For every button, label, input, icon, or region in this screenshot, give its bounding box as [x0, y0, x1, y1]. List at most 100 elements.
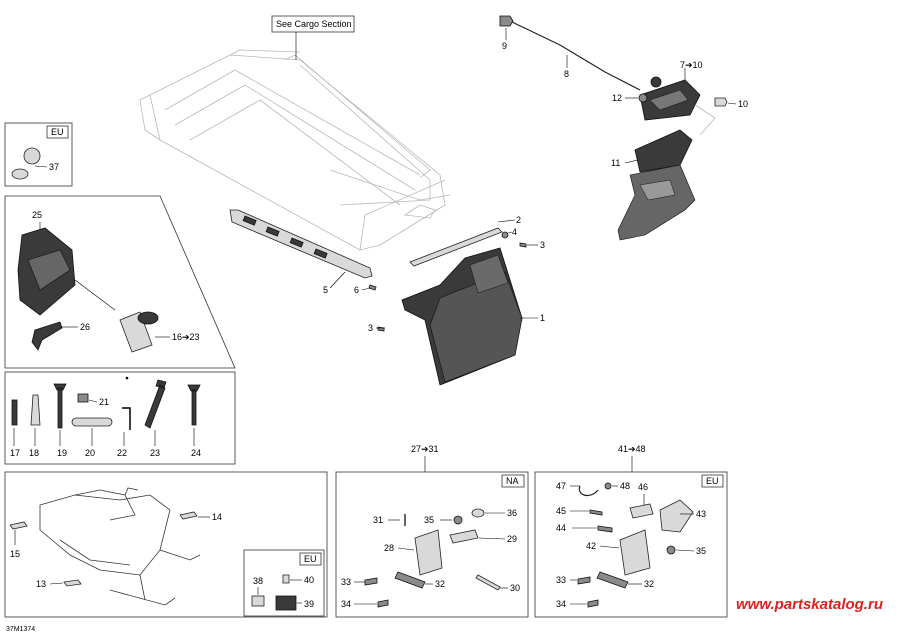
- label-29: 29: [507, 534, 517, 544]
- box-decals: [4, 471, 328, 618]
- label-35b: 35: [696, 546, 706, 556]
- part-33-screw-b: [577, 576, 591, 585]
- label-42: 42: [586, 541, 596, 551]
- part-28-plate: [414, 529, 443, 576]
- watermark: www.partskatalog.ru: [736, 596, 883, 613]
- part-24-wrench: [187, 384, 201, 426]
- label-7: 7➔10: [680, 60, 703, 70]
- label-11: 11: [611, 158, 620, 168]
- label-9: 9: [502, 41, 507, 51]
- figure-code: 37M1374: [6, 626, 35, 633]
- label-23: 23: [150, 448, 160, 458]
- snowmobile-outline: [39, 487, 201, 606]
- label-4: 4: [512, 227, 517, 237]
- leader-6: [361, 287, 371, 291]
- part-18-tool: [30, 394, 41, 426]
- label-1: 1: [540, 313, 545, 323]
- leader-11: [624, 159, 639, 164]
- part-35b-nut: [666, 545, 676, 555]
- label-14: 14: [212, 512, 222, 522]
- part-26-strap: [31, 321, 63, 351]
- part-6-screw: [368, 284, 377, 291]
- na-tag: [501, 474, 525, 488]
- part-32-strip-a: [394, 571, 426, 589]
- leader-10: [727, 102, 737, 105]
- part-15-decal: [9, 521, 28, 530]
- part-14-decal: [179, 511, 198, 520]
- label-35a: 35: [424, 515, 434, 525]
- kit-dot: [125, 376, 129, 380]
- part-29-bracket: [449, 529, 479, 544]
- part-30-bolt: [475, 574, 501, 591]
- part-4-nut: [501, 231, 509, 239]
- label-13: 13: [36, 579, 46, 589]
- part-40-clip: [282, 574, 290, 584]
- part-grommet: [650, 76, 662, 88]
- label-31: 31: [373, 515, 383, 525]
- part-42-plate: [619, 529, 651, 576]
- see-cargo-text: See Cargo Section: [276, 19, 352, 29]
- part-38-plate: [251, 595, 265, 607]
- label-34a: 34: [341, 599, 351, 609]
- label-21: 21: [99, 397, 109, 407]
- cargo-rack-ghost: [139, 49, 451, 251]
- part-33-screw-a: [364, 577, 378, 586]
- part-32-strip-b: [596, 571, 629, 589]
- label-18: 18: [29, 448, 39, 458]
- box-eu-kit: [534, 471, 728, 618]
- label-15: 15: [10, 549, 20, 559]
- leader-37: [34, 165, 48, 168]
- part-16-tool-tube: [119, 311, 159, 353]
- see-cargo-box: [271, 15, 355, 33]
- label-41: 41➔48: [618, 444, 646, 454]
- part-3-screw-a: [519, 242, 527, 248]
- label-3a: 3: [540, 240, 545, 250]
- part-5-rail: [229, 209, 373, 279]
- label-33a: 33: [341, 577, 351, 587]
- eu-tag-3: [701, 474, 724, 488]
- part-47-wire: [578, 485, 599, 497]
- leader-bag-to-tube: [74, 279, 116, 311]
- part-22-hex-key: [122, 407, 131, 430]
- part-44-clip: [597, 525, 613, 533]
- label-16: 16➔23: [172, 332, 200, 342]
- part-43-light: [659, 499, 694, 533]
- label-17: 17: [10, 448, 20, 458]
- box-tools: [4, 371, 236, 465]
- label-19: 19: [57, 448, 67, 458]
- label-27: 27➔31: [411, 444, 439, 454]
- label-28: 28: [384, 543, 394, 553]
- part-12-nut: [638, 93, 648, 103]
- part-17-tool: [11, 399, 18, 426]
- assembly-dash: [694, 104, 716, 136]
- part-39-reflector: [275, 595, 297, 611]
- eu-tag-1-text: EU: [51, 127, 64, 137]
- part-13-decal: [63, 579, 82, 587]
- box-eu-37: [4, 122, 73, 187]
- part-36-washer: [471, 508, 485, 518]
- part-23-wrench: [144, 379, 167, 429]
- label-48: 48: [620, 481, 630, 491]
- box-na-kit: [335, 471, 529, 618]
- part-20-strap: [71, 417, 113, 427]
- label-44: 44: [556, 523, 566, 533]
- label-3b: 3: [368, 323, 373, 333]
- label-8: 8: [564, 69, 569, 79]
- part-35-nut: [453, 515, 463, 525]
- label-6: 6: [354, 285, 359, 295]
- part-21-clip: [77, 393, 89, 403]
- label-47: 47: [556, 481, 566, 491]
- box-toolkit: [4, 195, 236, 369]
- leader-4: [507, 231, 513, 234]
- part-8-wire: [511, 21, 641, 91]
- part-3-screw-b: [377, 326, 385, 332]
- label-2: 2: [516, 215, 521, 225]
- label-37: 37: [49, 162, 59, 172]
- label-20: 20: [85, 448, 95, 458]
- label-33b: 33: [556, 575, 566, 585]
- eu-tag-3-text: EU: [706, 476, 719, 486]
- part-37-disc: [23, 147, 41, 165]
- label-38: 38: [253, 576, 263, 586]
- eu-tag-2: [299, 552, 322, 566]
- part-48-nut: [604, 482, 612, 490]
